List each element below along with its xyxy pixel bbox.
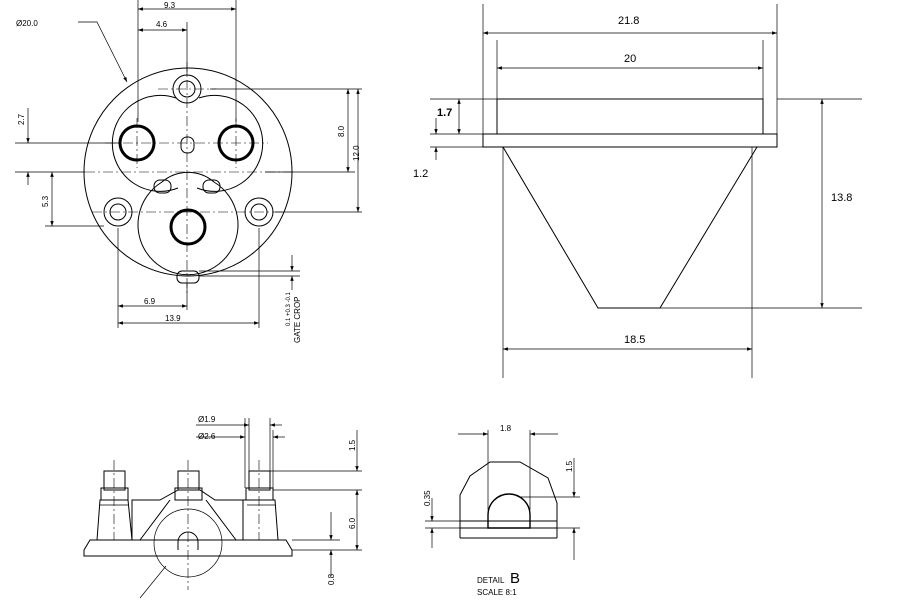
lens-hole-bottom bbox=[169, 208, 207, 246]
dim-1-7: 1.7 bbox=[437, 107, 452, 119]
body-profile bbox=[96, 499, 133, 541]
dim-13-9: 13.9 bbox=[165, 314, 181, 323]
dim-20: 20 bbox=[624, 53, 636, 65]
dim-6-9: 6.9 bbox=[144, 297, 156, 306]
bottom-view: Ø1.9 Ø2.6 1.5 6.0 0.8 bbox=[83, 415, 362, 599]
side-view: 21.8 20 1.7 1.2 13.8 18.5 bbox=[413, 4, 862, 378]
body-edge bbox=[139, 499, 171, 541]
detail-gate bbox=[487, 493, 531, 529]
gate-crop bbox=[176, 270, 200, 284]
bottom-pin-left bbox=[103, 470, 126, 491]
detail-dim-0-35: 0.35 bbox=[423, 490, 432, 506]
gate-blob-left bbox=[153, 179, 172, 194]
dia-leader bbox=[78, 21, 128, 83]
dim-1-2: 1.2 bbox=[413, 168, 428, 180]
dim-12-0: 12.0 bbox=[352, 145, 361, 161]
flange-top bbox=[496, 98, 764, 135]
gate-blob-right bbox=[202, 179, 221, 194]
detail-view: 1.8 1.5 0.35 DETAIL B SCALE 8:1 bbox=[423, 424, 580, 597]
bottom-pin-right bbox=[248, 470, 271, 491]
gate-blob-center bbox=[180, 136, 195, 154]
detail-scale: SCALE 8:1 bbox=[477, 588, 517, 597]
detail-dim-1-5: 1.5 bbox=[565, 460, 574, 472]
dia-20-label: Ø20.0 bbox=[16, 19, 38, 28]
bottom-pin-right-base bbox=[245, 487, 274, 501]
dim-5-3: 5.3 bbox=[41, 195, 50, 207]
lens-lobe-right bbox=[196, 94, 264, 192]
dim-8-0: 8.0 bbox=[337, 125, 346, 137]
body-profile-3 bbox=[243, 499, 279, 541]
gate-crop-label: GATE CROP bbox=[293, 296, 302, 343]
detail-title-letter: B bbox=[510, 570, 520, 587]
dim-13-8: 13.8 bbox=[831, 192, 852, 204]
dim-21-8: 21.8 bbox=[618, 15, 639, 27]
bottom-pin-center-base bbox=[174, 487, 203, 501]
flange-base bbox=[482, 133, 778, 148]
lens-cone bbox=[502, 146, 758, 309]
dia-1-9: Ø1.9 bbox=[198, 415, 216, 424]
dim-18-5: 18.5 bbox=[624, 334, 645, 346]
lens-lobe-bottom bbox=[137, 171, 239, 276]
dia-2-6: Ø2.6 bbox=[198, 432, 216, 441]
dim-9-3: 9.3 bbox=[164, 1, 176, 10]
detail-dim-1-8: 1.8 bbox=[500, 424, 512, 433]
bottom-pin-left-base bbox=[100, 487, 129, 501]
dim-2-7: 2.7 bbox=[17, 113, 26, 125]
detail-leader bbox=[139, 565, 167, 599]
bottom-pin-center bbox=[177, 470, 200, 491]
front-view: Ø20.0 9.3 4.6 2.7 5.3 8.0 12.0 6. bbox=[15, 0, 362, 343]
detail-title-word: DETAIL bbox=[477, 576, 505, 585]
body-edge bbox=[205, 499, 237, 541]
dim-1-5: 1.5 bbox=[348, 439, 357, 451]
lens-lobe-left bbox=[111, 94, 179, 192]
dim-4-6: 4.6 bbox=[156, 20, 168, 29]
dim-6-0: 6.0 bbox=[348, 517, 357, 529]
dim-0-8: 0.8 bbox=[327, 573, 336, 585]
gate-tolerance: 0.1 +0.3 -0.1 bbox=[286, 291, 292, 326]
detail-break-outline bbox=[459, 461, 558, 538]
